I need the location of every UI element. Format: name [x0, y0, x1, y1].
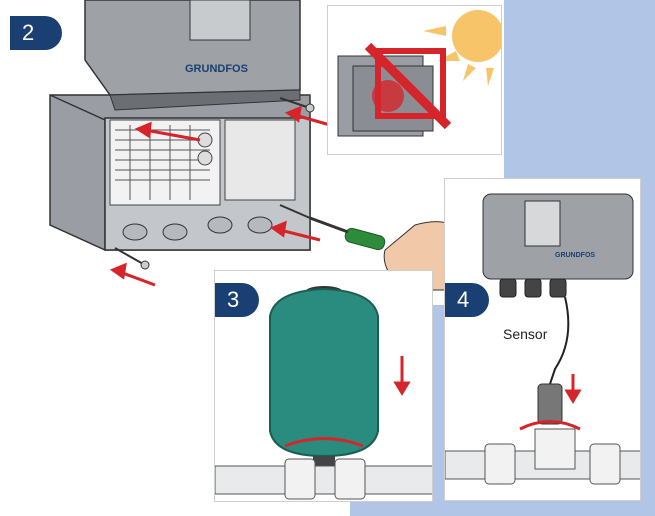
sun-icon	[423, 10, 501, 86]
step-2-brand-logo: GRUNDFOS	[185, 63, 248, 75]
sun-warning-panel	[327, 5, 502, 155]
step-4-brand-logo: GRUNDFOS	[555, 252, 595, 259]
sensor-down-arrow-icon	[564, 374, 582, 404]
pressure-tank-drawing	[215, 286, 432, 500]
sun-warning-drawing	[337, 10, 501, 137]
step-4-panel: 4 GRUNDFOS Sensor	[444, 178, 641, 501]
step-3-panel: 3	[214, 270, 433, 502]
step-3-badge: 3	[215, 283, 259, 317]
screwdriver-icon	[344, 227, 386, 251]
sensor-rotate-arrow-icon	[519, 420, 581, 431]
sensor-label: Sensor	[503, 326, 548, 342]
down-arrow-icon	[393, 356, 411, 396]
rotate-arrow-icon	[284, 437, 364, 448]
no-sun-icon	[364, 42, 452, 130]
step-4-badge: 4	[445, 283, 489, 317]
step-2-badge: 2	[10, 16, 62, 50]
sensor-installation-drawing: GRUNDFOS	[445, 193, 640, 485]
